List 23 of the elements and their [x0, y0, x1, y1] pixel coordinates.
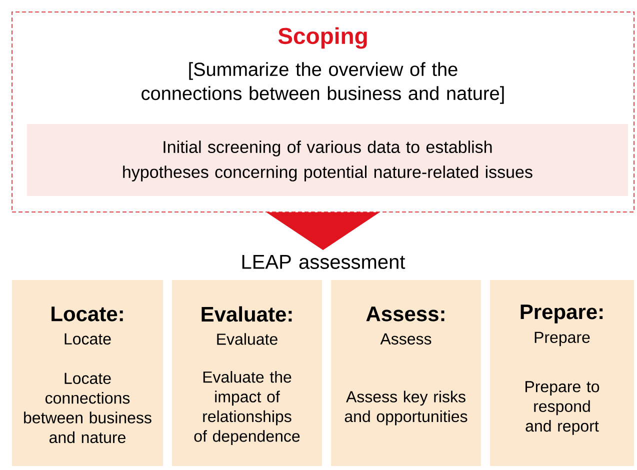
phase-title: Assess: [366, 306, 444, 322]
phase-title: Prepare: [520, 304, 603, 324]
phase-description: Locate connections between business and nature [24, 372, 152, 444]
phase-title: Evaluate: [202, 306, 292, 322]
phase-title: Locate: [52, 306, 123, 322]
scoping-subtitle: [Summarize the overview of the connections between business and nature] [142, 62, 504, 104]
phase-subtitle: Prepare [534, 332, 590, 346]
scoping-box [12, 12, 634, 212]
phase-subtitle: Evaluate [217, 333, 278, 345]
phase-subtitle: Assess [380, 333, 432, 345]
phase-description: Prepare to respond and report [526, 381, 600, 435]
phase-box [172, 280, 322, 466]
phase-description: Evaluate the impact of relationships of dependence [194, 371, 300, 445]
phase-subtitle: Locate [64, 333, 111, 345]
arrow [266, 212, 380, 250]
scoping-title: Scoping [278, 27, 367, 49]
screening-text: Initial screening of various data to establish hypotheses concerning potential nature-related issues [123, 140, 532, 182]
phase-box [331, 280, 481, 466]
phase-description: Assess key risks and opportunities [344, 390, 468, 426]
phase-box [490, 280, 634, 466]
section-heading: LEAP assessment [242, 255, 406, 269]
phase-box [12, 280, 163, 466]
screening-box [27, 124, 628, 196]
